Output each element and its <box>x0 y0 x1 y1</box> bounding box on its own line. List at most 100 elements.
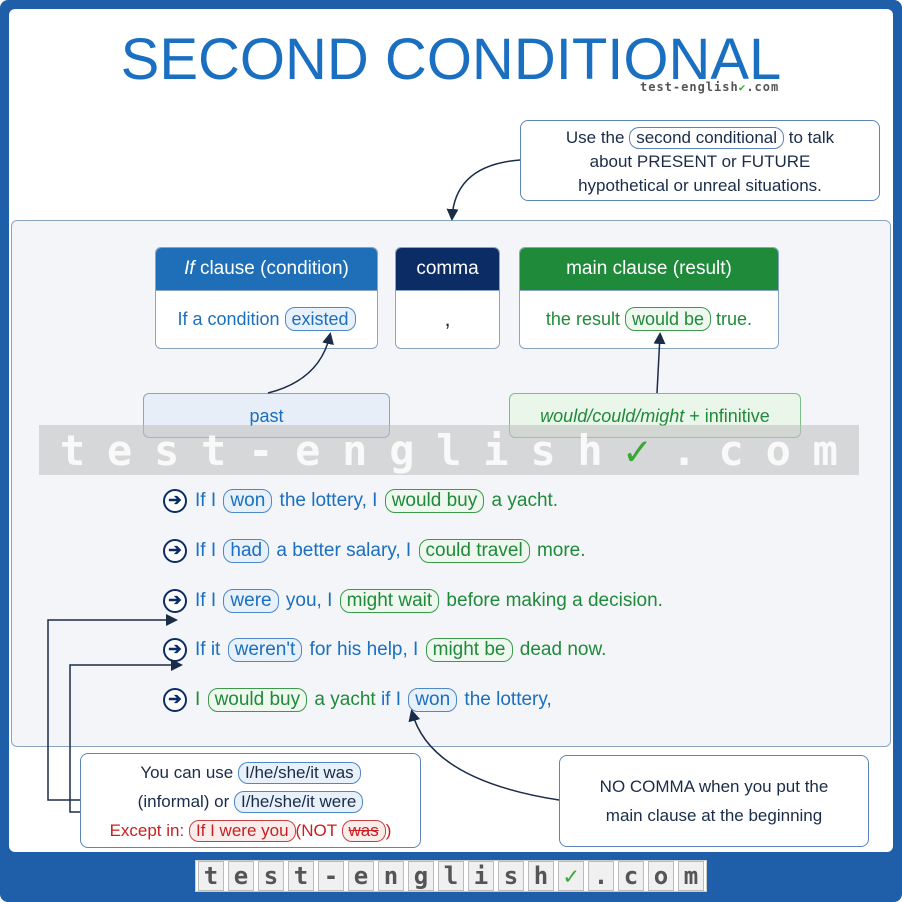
bottom-logo-letter: e <box>228 861 254 891</box>
arrow-right-icon: ➔ <box>163 588 187 613</box>
ex4-verb2: might be <box>425 638 513 662</box>
watermark-letter: t <box>59 425 86 475</box>
if-body-text: If a condition <box>177 309 285 329</box>
watermark-letter: n <box>342 425 368 475</box>
bottom-logo-letter: n <box>378 861 404 891</box>
watermark-letter: - <box>248 425 274 475</box>
bottom-logo-letter: c <box>618 861 644 891</box>
bottom-logo-letter: h <box>528 861 554 891</box>
note-left-line-1: You can use I/he/she/it was <box>81 758 420 787</box>
existed-pill: existed <box>284 307 356 331</box>
if-i-were-you-pill: If I were you <box>188 820 296 842</box>
main-body-post: true. <box>711 309 753 329</box>
definition-line-3: hypothetical or unreal situations. <box>578 176 822 195</box>
ex1-verb2: would buy <box>384 489 485 513</box>
site-logo-small: test-english✔.com <box>640 80 779 94</box>
bottom-logo-letter: . <box>588 861 614 891</box>
definition-line-2: about PRESENT or FUTURE <box>589 152 811 171</box>
bottom-logo-letter: o <box>648 861 674 891</box>
page-title: SECOND CONDITIONAL <box>120 27 782 92</box>
ex2-part1: If I <box>195 540 222 561</box>
bottom-logo-letter: l <box>438 861 464 891</box>
ex3-verb1: were <box>223 589 279 613</box>
note-right-line-2: main clause at the beginning <box>605 806 823 825</box>
watermark-letter: t <box>201 425 227 475</box>
ex5-part1: I <box>195 689 206 710</box>
ex4-part2: for his help, I <box>304 639 424 660</box>
if-clause-header: If clause (condition) <box>156 248 377 290</box>
ex5-verb1: would buy <box>207 688 308 712</box>
ex3-verb2: might wait <box>339 589 440 613</box>
note-l3-pre: Except in: <box>109 821 189 840</box>
check-icon: ✔ <box>738 81 747 94</box>
if-header-rest: clause (condition) <box>194 258 349 279</box>
watermark-letter: s <box>530 425 556 475</box>
definition-post: to talk <box>784 128 835 147</box>
ex2-part3: more. <box>531 540 586 561</box>
bottom-logo-letter: t <box>288 861 314 891</box>
logo-small-text: test-english <box>640 80 739 94</box>
watermark-letter: . <box>671 425 697 475</box>
note-left-line-2: (informal) or I/he/she/it were <box>81 787 420 816</box>
modal-rest: + infinitive <box>684 406 770 426</box>
ex1-part1: If I <box>195 490 222 511</box>
definition-line-1: Use the second conditional to talk <box>521 126 879 150</box>
example-4: ➔If it weren't for his help, I might be … <box>163 635 606 665</box>
ex4-verb1: weren't <box>227 638 303 662</box>
ex5-part4: the lottery, <box>459 689 552 710</box>
no-comma-note: NO COMMA when you put the main clause at… <box>559 755 869 847</box>
bottom-logo-letter: i <box>468 861 494 891</box>
note-l3-not: (NOT <box>295 821 342 840</box>
if-clause-body: If a condition existed <box>156 290 377 346</box>
was-pill: I/he/she/it was <box>238 762 361 784</box>
example-5: ➔ I would buy a yacht if I won the lotter… <box>163 685 552 715</box>
bottom-logo-letter: s <box>258 861 284 891</box>
ex3-part3: before making a decision. <box>441 590 663 611</box>
second-conditional-pill: second conditional <box>629 127 785 149</box>
main-clause-header: main clause (result) <box>520 248 778 290</box>
modal-italic: would/could/might <box>540 406 685 426</box>
would-be-pill: would be <box>624 307 712 331</box>
comma-body: , <box>396 290 499 346</box>
watermark-letter: s <box>153 425 180 475</box>
arrow-right-icon: ➔ <box>163 687 187 712</box>
ex5-part3: if I <box>380 689 407 710</box>
bottom-logo-letter: t <box>198 861 224 891</box>
watermark-letter: g <box>389 425 415 475</box>
watermark-letter: o <box>765 425 791 475</box>
ex5-part2: a yacht <box>309 689 381 710</box>
watermark-letter: e <box>295 425 321 475</box>
example-3: ➔If I were you, I might wait before maki… <box>163 586 663 616</box>
arrow-right-icon: ➔ <box>163 637 187 662</box>
comma-box: comma , <box>395 247 500 349</box>
arrow-right-icon: ➔ <box>163 538 187 563</box>
ex1-part3: a yacht. <box>486 490 559 511</box>
watermark-letter: m <box>812 425 838 475</box>
ex2-verb2: could travel <box>418 539 530 563</box>
was-strikethrough-pill: was <box>341 820 386 842</box>
bottom-logo-letter: g <box>408 861 434 891</box>
bottom-logo-letter: e <box>348 861 374 891</box>
comma-header: comma <box>396 248 499 290</box>
note-l3-close: ) <box>385 821 392 840</box>
logo-small-suffix: .com <box>746 80 780 94</box>
bottom-logo-letter: - <box>318 861 344 891</box>
definition-pre: Use the <box>565 128 630 147</box>
main-clause-box: main clause (result) the result would be… <box>519 247 779 349</box>
watermark-letter: h <box>577 425 603 475</box>
ex4-part3: dead now. <box>514 639 607 660</box>
note-left-line-3: Except in: If I were you(NOT was) <box>81 816 420 845</box>
watermark-letter: c <box>718 425 744 475</box>
ex2-verb1: had <box>223 539 270 563</box>
check-icon: ✓ <box>558 861 584 891</box>
ex5-verb2: won <box>408 688 458 712</box>
note-l2-pre: (informal) or <box>137 792 235 811</box>
note-right-line-1: NO COMMA when you put the <box>599 777 829 796</box>
ex1-verb1: won <box>223 489 273 513</box>
if-clause-box: If clause (condition) If a condition exi… <box>155 247 378 349</box>
note-l1-pre: You can use <box>140 763 238 782</box>
was-were-note: You can use I/he/she/it was (informal) o… <box>80 753 421 848</box>
watermark-letter: i <box>483 425 509 475</box>
